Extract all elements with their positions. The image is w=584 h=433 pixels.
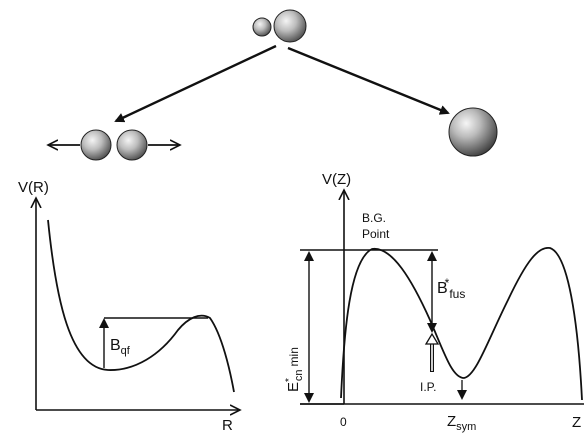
compound-nucleus-icon bbox=[448, 107, 498, 157]
z-end-label: Z bbox=[572, 414, 581, 431]
separating-fragments-icon bbox=[48, 129, 180, 161]
qf-barrier-label: Bqf bbox=[110, 337, 131, 357]
ip-hollow-arrowhead bbox=[424, 332, 440, 345]
arrow-to-quasifission bbox=[114, 44, 277, 123]
energy-label: E*cnmin bbox=[284, 347, 305, 392]
left-y-axis-label: V(R) bbox=[18, 179, 49, 196]
right-potential-curve bbox=[340, 247, 583, 401]
bg-point-label-2: Point bbox=[362, 227, 390, 241]
injection-point-label: I.P. bbox=[420, 380, 436, 394]
arrow-to-fusion bbox=[287, 46, 450, 115]
dinuclear-system-icon bbox=[252, 9, 307, 43]
left-potential-curve bbox=[47, 219, 235, 393]
x-origin-label: 0 bbox=[340, 415, 347, 429]
left-potential-plot bbox=[36, 198, 240, 410]
left-x-axis-label: R bbox=[222, 417, 233, 433]
bg-point-label-1: B.G. bbox=[362, 211, 386, 225]
right-potential-plot bbox=[300, 190, 584, 405]
right-y-axis-label: V(Z) bbox=[322, 171, 351, 188]
z-sym-label: Zsym bbox=[447, 413, 476, 433]
fusion-barrier-label: B*fus bbox=[437, 276, 465, 301]
